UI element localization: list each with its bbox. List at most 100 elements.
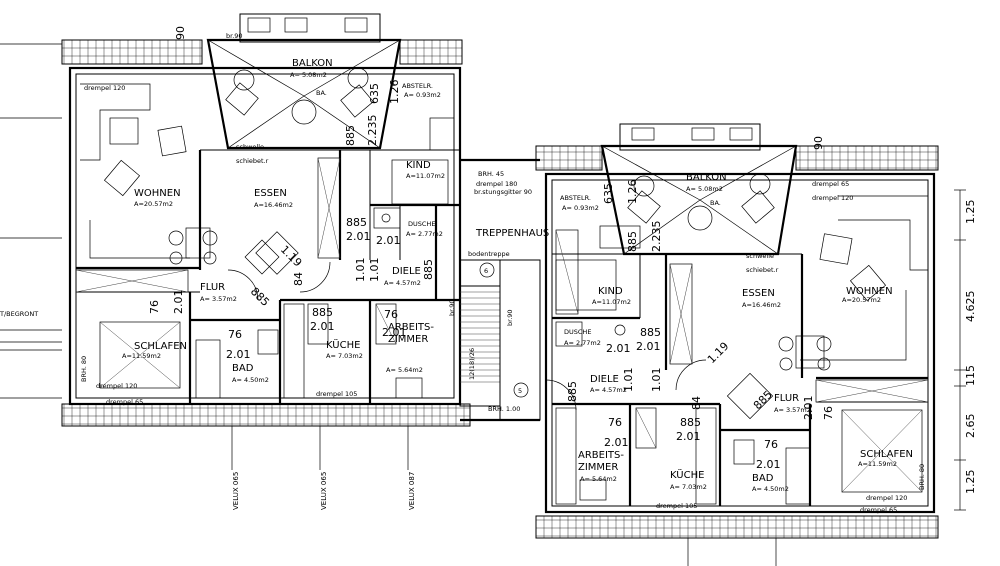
dim-885-left-3: 885 [248, 285, 272, 309]
dim-201-right-4: 2.01 [802, 396, 815, 421]
labels-dimensions: 635 1.26 885 2.235 885 2.01 2.01 1.19 84… [148, 26, 977, 494]
schwelle-left: schwelle [236, 143, 264, 151]
room-area-balkon-left: A= 5.08m2 [290, 71, 327, 79]
room-name-arbeits2-left: ZIMMER [388, 334, 428, 345]
brh-100-label: BRH. 1.00 [488, 405, 520, 413]
bruestung-label: br.stungsgitter 90 [474, 188, 532, 196]
dim-201-left-4: 2.01 [172, 290, 185, 315]
dim-101-left-1: 1.01 [354, 258, 367, 283]
dim-201-right-5: 2.01 [756, 458, 781, 471]
dim-119-right: 1.19 [705, 340, 732, 367]
roof-edge-bottom [61, 403, 471, 427]
room-area-abstelr-right: A= 0.93m2 [562, 204, 599, 212]
room-name-kueche-right: KÜCHE [670, 468, 704, 481]
dim-201-right-2: 2.01 [606, 342, 631, 355]
dim-885-left-4: 885 [422, 259, 435, 280]
room-name-flur-left: FLUR [200, 282, 225, 293]
dim-126-left: 1.26 [388, 80, 401, 105]
dim-201-right-6: 2.01 [604, 436, 629, 449]
drempel-120-right: drempel 120 [812, 194, 853, 202]
room-area-schlafen-left: A=11.59m2 [122, 352, 161, 360]
velux-label-3: VELUX 087 [408, 472, 416, 510]
brh-90-side-right: br.90 [506, 309, 514, 326]
dim-76-left-1: 76 [148, 300, 161, 314]
room-name-essen-left: ESSEN [254, 188, 287, 199]
dimension-chain-right [954, 189, 966, 511]
balkon-ba-right: BA. [710, 199, 721, 207]
dim-101-left-2: 1.01 [368, 258, 381, 283]
room-area-bad-right: A= 4.50m2 [752, 485, 789, 493]
room-area-arbeits-right: A= 5.64m2 [580, 475, 617, 483]
room-area-essen-left: A=16.46m2 [254, 201, 293, 209]
dim-201-left-2: 2.01 [376, 234, 401, 247]
room-name-abstelr-left: ABSTELR. [402, 82, 433, 90]
roof-edge-top-left [61, 39, 203, 65]
drempel-120-left: drempel 120 [84, 84, 125, 92]
roof-edge-top-right-r [795, 145, 939, 171]
room-name-arbeits1-right: ARBEITS- [578, 450, 624, 461]
room-name-essen-right: ESSEN [742, 288, 775, 299]
room-name-kueche-left: KÜCHE [326, 338, 360, 351]
room-area-abstelr-left: A= 0.93m2 [404, 91, 441, 99]
apartment-right [535, 123, 939, 539]
dim-125-top: 1.25 [964, 200, 977, 225]
room-name-diele-left: DIELE [392, 266, 421, 277]
dim-76-right-1: 76 [822, 406, 835, 420]
dim-635-left: 635 [368, 83, 381, 104]
roof-edge-top-right [399, 39, 463, 65]
dim-2235-left: 2.235 [366, 115, 379, 147]
dim-76-right-2: 76 [764, 438, 778, 451]
room-name-wohnen-left: WOHNEN [134, 188, 181, 199]
room-name-dusche-left: DUSCHE [408, 220, 435, 228]
room-area-schlafen-right: A=11.59m2 [858, 460, 897, 468]
dim-885-left-2: 885 [346, 216, 367, 229]
room-name-kind-left: KIND [406, 160, 431, 171]
stair-step-6: 6 [484, 267, 488, 275]
room-name-bad-right: BAD [752, 473, 774, 484]
drempel-105-right: drempel 105 [656, 502, 697, 510]
dim-115: 115 [964, 365, 977, 386]
stair-step-5: 5 [518, 387, 522, 395]
dim-2235-right: 2.235 [650, 221, 663, 253]
dim-119-left: 1.19 [278, 243, 305, 270]
room-area-balkon-right: A= 5.08m2 [686, 185, 723, 193]
dim-84-left: 84 [292, 272, 305, 286]
dim-885-right-2: 885 [640, 326, 661, 339]
room-name-flur-right: FLUR [774, 393, 799, 404]
room-area-bad-left: A= 4.50m2 [232, 376, 269, 384]
brh-90-top-left: br.90 [226, 32, 243, 40]
dim-84-right: 84 [690, 396, 703, 410]
room-area-flur-right: A= 3.57m2 [774, 406, 811, 414]
room-name-dusche-right: DUSCHE [564, 328, 591, 336]
room-name-arbeits1-left: ARBEITS- [388, 322, 434, 333]
velux-label-2: VELUX 065 [320, 472, 328, 510]
dim-101-right-1: 1.01 [622, 368, 635, 393]
room-name-balkon-left: BALKON [292, 58, 333, 69]
labels-stair: TREPPENHAUS bodentreppe 6 5 BRH. 45 drem… [468, 170, 549, 413]
roof-edge-bottom-r [535, 515, 939, 539]
labels-left: WOHNEN A=20.57m2 ESSEN A=16.46m2 BALKON … [0, 32, 456, 406]
drempel-65-right: drempel 65 [812, 180, 849, 188]
room-name-abstelr-right: ABSTELR. [560, 194, 591, 202]
room-name-diele-right: DIELE [590, 374, 619, 385]
roof-edge-top-left-r [535, 145, 603, 171]
schiebetuer-left: schiebet.r [236, 157, 269, 165]
stairwell [459, 158, 541, 422]
schiebetuer-right: schiebet.r [746, 266, 779, 274]
dim-201-left-3: 2.01 [310, 320, 335, 333]
dim-201-right-3: 2.01 [676, 430, 701, 443]
room-name-bad-left: BAD [232, 363, 254, 374]
room-area-diele-right: A= 4.57m2 [590, 386, 627, 394]
brh-80-right: BRH. 80 [918, 464, 926, 490]
dim-76-left-2: 76 [228, 328, 242, 341]
dim-885-right-3: 885 [751, 388, 775, 412]
dim-635-right: 635 [602, 183, 615, 204]
labels-right: WOHNEN A=20.57m2 ESSEN A=16.46m2 BALKON … [506, 172, 926, 514]
room-name-schlafen-left: SCHLAFEN [134, 341, 187, 352]
brh-80-left: BRH. 80 [80, 356, 88, 382]
stair-steps-label: 12(18)/26 [468, 348, 476, 380]
apartment-left [0, 13, 471, 427]
bodentreppe-label: bodentreppe [468, 250, 510, 258]
dim-126-right: 1.26 [626, 180, 639, 205]
